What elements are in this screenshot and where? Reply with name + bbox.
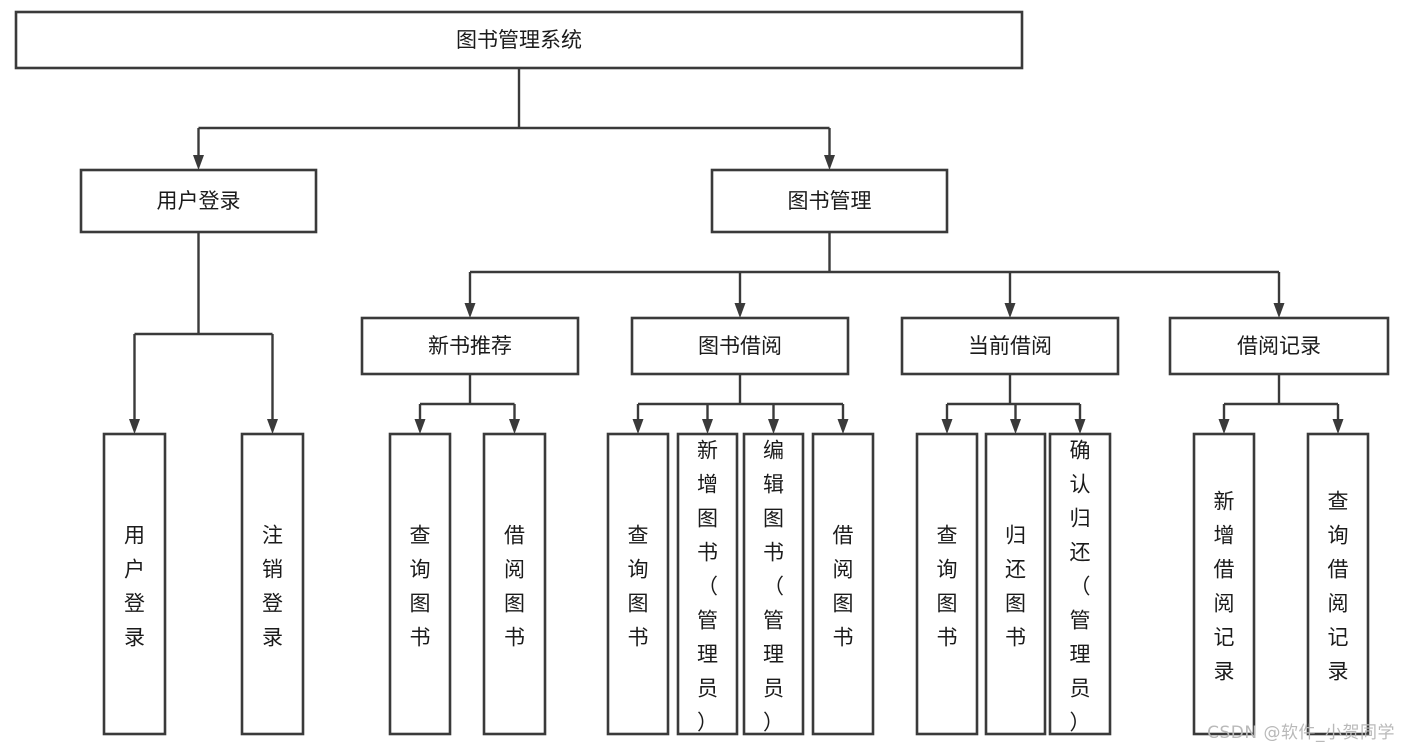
node-box <box>915 432 979 736</box>
node-book-manage[interactable]: 图书管理 <box>710 168 949 234</box>
node-label: 新书推荐 <box>428 334 512 358</box>
node-user-login[interactable]: 用户登录 <box>79 168 318 234</box>
node-leaf-add-book[interactable]: 新增图书（管理员） <box>676 432 739 736</box>
node-box <box>388 432 452 736</box>
node-box <box>984 432 1047 736</box>
csdn-watermark: CSDN @软件_小贺同学 <box>1207 723 1395 743</box>
node-label: 借阅图书 <box>833 524 854 650</box>
node-label: 编辑图书（管理员） <box>763 439 784 735</box>
node-box <box>102 432 167 736</box>
node-leaf-borrow-book[interactable]: 借阅图书 <box>811 432 875 736</box>
node-leaf-return-book[interactable]: 归还图书 <box>984 432 1047 736</box>
node-book-borrow[interactable]: 图书借阅 <box>630 316 850 376</box>
node-label: 图书管理 <box>788 189 872 213</box>
node-label: 借阅记录 <box>1237 334 1321 358</box>
node-box <box>900 316 1120 376</box>
node-label: 当前借阅 <box>968 334 1052 358</box>
node-box <box>14 10 1024 70</box>
node-label: 用户登录 <box>157 189 241 213</box>
node-box <box>811 432 875 736</box>
node-borrow-record[interactable]: 借阅记录 <box>1168 316 1390 376</box>
node-label: 归还图书 <box>1005 524 1026 650</box>
node-label: 借阅图书 <box>504 524 525 650</box>
node-label: 确认归还（管理员） <box>1070 439 1091 735</box>
node-leaf-query-book-current[interactable]: 查询图书 <box>915 432 979 736</box>
node-label: 查询图书 <box>410 524 431 650</box>
node-box <box>630 316 850 376</box>
node-box <box>1168 316 1390 376</box>
node-layer: 图书管理系统用户登录图书管理新书推荐图书借阅当前借阅借阅记录用户登录注销登录查询… <box>14 10 1390 736</box>
node-box <box>1048 432 1112 736</box>
node-leaf-query-book-rec[interactable]: 查询图书 <box>388 432 452 736</box>
node-leaf-edit-book[interactable]: 编辑图书（管理员） <box>742 432 805 736</box>
node-root[interactable]: 图书管理系统 <box>14 10 1024 70</box>
node-leaf-query-book-borrow[interactable]: 查询图书 <box>606 432 670 736</box>
node-label: 新增借阅记录 <box>1214 490 1235 684</box>
node-box <box>742 432 805 736</box>
node-current-borrow[interactable]: 当前借阅 <box>900 316 1120 376</box>
node-label: 用户登录 <box>124 524 145 650</box>
node-box <box>482 432 547 736</box>
node-box <box>606 432 670 736</box>
node-box <box>1306 432 1370 736</box>
connector-layer <box>129 68 1344 434</box>
node-box <box>676 432 739 736</box>
node-label: 注销登录 <box>262 524 283 650</box>
node-label: 查询图书 <box>937 524 958 650</box>
node-leaf-confirm-return[interactable]: 确认归还（管理员） <box>1048 432 1112 736</box>
node-box <box>79 168 318 234</box>
node-label: 查询图书 <box>628 524 649 650</box>
node-label: 新增图书（管理员） <box>697 439 718 735</box>
node-leaf-query-record[interactable]: 查询借阅记录 <box>1306 432 1370 736</box>
node-leaf-user-login[interactable]: 用户登录 <box>102 432 167 736</box>
node-new-book-rec[interactable]: 新书推荐 <box>360 316 580 376</box>
node-label: 图书管理系统 <box>456 28 582 52</box>
node-box <box>360 316 580 376</box>
node-label: 查询借阅记录 <box>1328 490 1349 684</box>
node-box <box>1192 432 1256 736</box>
node-leaf-add-record[interactable]: 新增借阅记录 <box>1192 432 1256 736</box>
node-leaf-logout[interactable]: 注销登录 <box>240 432 305 736</box>
node-label: 图书借阅 <box>698 334 782 358</box>
node-box <box>240 432 305 736</box>
node-leaf-borrow-book-rec[interactable]: 借阅图书 <box>482 432 547 736</box>
node-box <box>710 168 949 234</box>
